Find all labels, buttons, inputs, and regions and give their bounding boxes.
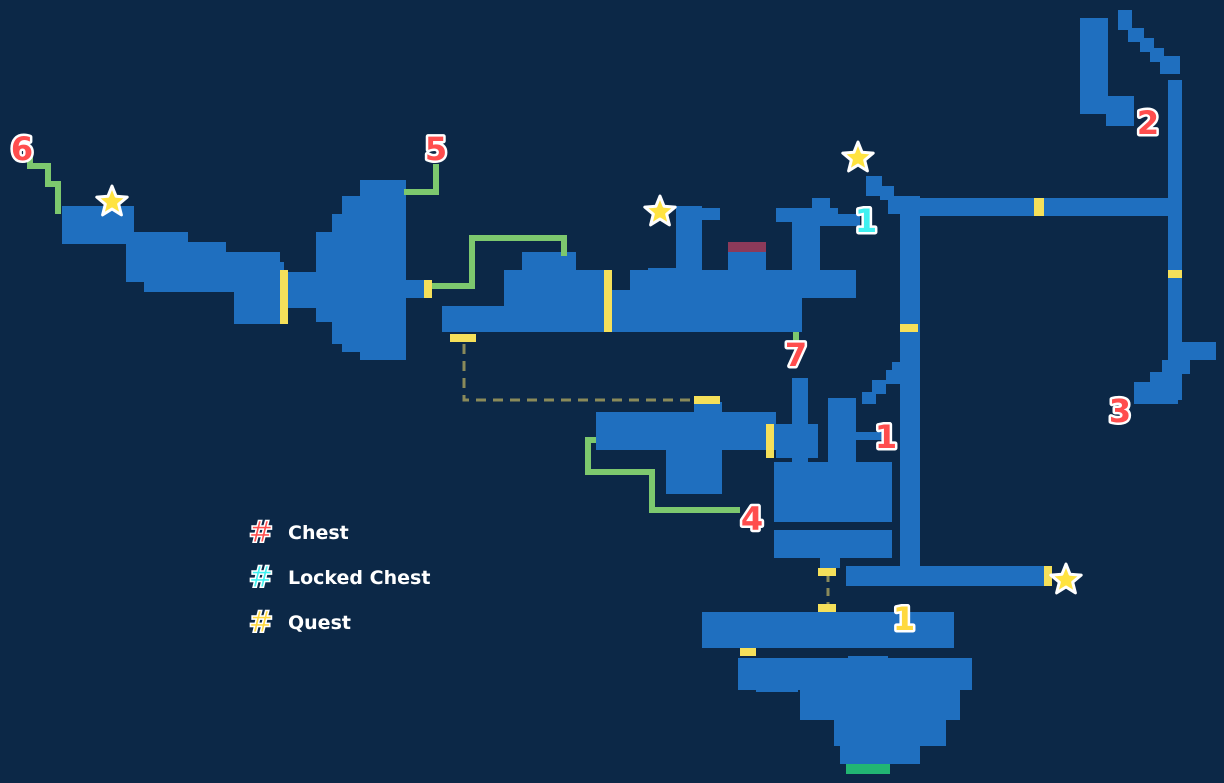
legend-label-quest: Quest: [288, 611, 351, 634]
room-block: [888, 196, 902, 214]
room-block: [522, 252, 576, 282]
room-block: [774, 530, 892, 558]
chest-marker: 3: [1109, 392, 1131, 430]
room-block: [1168, 80, 1182, 400]
legend-item-locked-chest: # Locked Chest: [246, 555, 431, 600]
door: [280, 270, 288, 324]
exit-marker: [846, 764, 890, 774]
legend-item-chest: # Chest: [246, 510, 430, 555]
room-block: [792, 216, 820, 296]
room-block: [702, 208, 720, 220]
room-block: [1160, 56, 1180, 74]
room-block: [694, 402, 722, 414]
legend-item-quest: # Quest: [246, 600, 430, 645]
map-paths: [27, 150, 830, 606]
quest-marker: 1: [893, 600, 915, 638]
chest-marker: 7: [785, 336, 807, 374]
star-icon: [841, 140, 875, 173]
green-path: [585, 437, 740, 513]
hidden-path: [462, 344, 700, 402]
room-block: [676, 206, 702, 270]
room-block: [1106, 96, 1134, 126]
door: [604, 270, 612, 332]
locked-chest-glyph: #: [248, 559, 275, 596]
chest-marker: 5: [425, 130, 447, 168]
star-icon: [643, 194, 677, 227]
map-markers: 6 5 2 7 1 3 4 1 1: [8, 102, 1161, 641]
room-block: [840, 740, 920, 764]
door: [424, 280, 432, 298]
room-block: [856, 432, 886, 440]
room-block: [62, 206, 134, 244]
room-block: [756, 678, 798, 692]
door: [694, 396, 720, 404]
chest-marker: 4: [741, 500, 763, 538]
green-path: [428, 235, 567, 289]
door: [450, 334, 476, 342]
room-block: [872, 380, 886, 394]
room-block: [866, 176, 882, 196]
locked-wall: [728, 242, 766, 252]
room-block: [828, 398, 856, 494]
room-block: [702, 612, 954, 648]
door: [766, 424, 774, 458]
locked-chest-marker: 1: [855, 202, 877, 240]
door: [900, 324, 918, 332]
green-path: [27, 150, 61, 214]
chest-marker: 2: [1137, 104, 1159, 142]
map-stars: [95, 140, 1083, 595]
room-block: [846, 566, 1046, 586]
door: [1168, 270, 1182, 278]
room-block: [666, 450, 722, 494]
room-block: [812, 198, 830, 210]
room-block: [1168, 342, 1216, 360]
room-block: [596, 412, 776, 450]
room-block: [918, 198, 1180, 216]
room-block: [1118, 10, 1132, 30]
door: [1044, 566, 1052, 586]
chest-glyph: #: [248, 514, 275, 551]
room-block: [288, 272, 318, 308]
map-doors: [280, 198, 1182, 656]
star-icon: [95, 184, 129, 217]
room-block: [892, 362, 906, 376]
room-block: [360, 180, 406, 360]
map-rooms: [62, 10, 1216, 774]
room-block: [728, 250, 766, 270]
room-block: [1162, 360, 1190, 374]
room-block: [912, 664, 972, 684]
legend-label-chest: Chest: [288, 521, 349, 544]
door: [818, 604, 836, 612]
room-block: [776, 424, 818, 458]
room-block: [648, 268, 678, 298]
room-block: [862, 392, 876, 404]
star-icon: [1049, 562, 1083, 595]
room-block: [820, 556, 840, 568]
door: [1034, 198, 1044, 216]
room-block: [820, 214, 860, 226]
chest-marker: 1: [875, 418, 897, 456]
door: [740, 648, 756, 656]
legend: # Chest # Locked Chest # Quest: [246, 510, 431, 645]
room-block: [1080, 18, 1108, 114]
room-block: [848, 656, 888, 670]
room-block: [1134, 382, 1178, 404]
room-block: [900, 196, 920, 570]
door: [818, 568, 836, 576]
green-path: [404, 164, 439, 195]
legend-label-locked-chest: Locked Chest: [288, 566, 431, 589]
quest-glyph: #: [248, 604, 275, 641]
chest-marker: 6: [11, 130, 33, 168]
room-block: [404, 280, 428, 298]
room-block: [234, 270, 284, 324]
